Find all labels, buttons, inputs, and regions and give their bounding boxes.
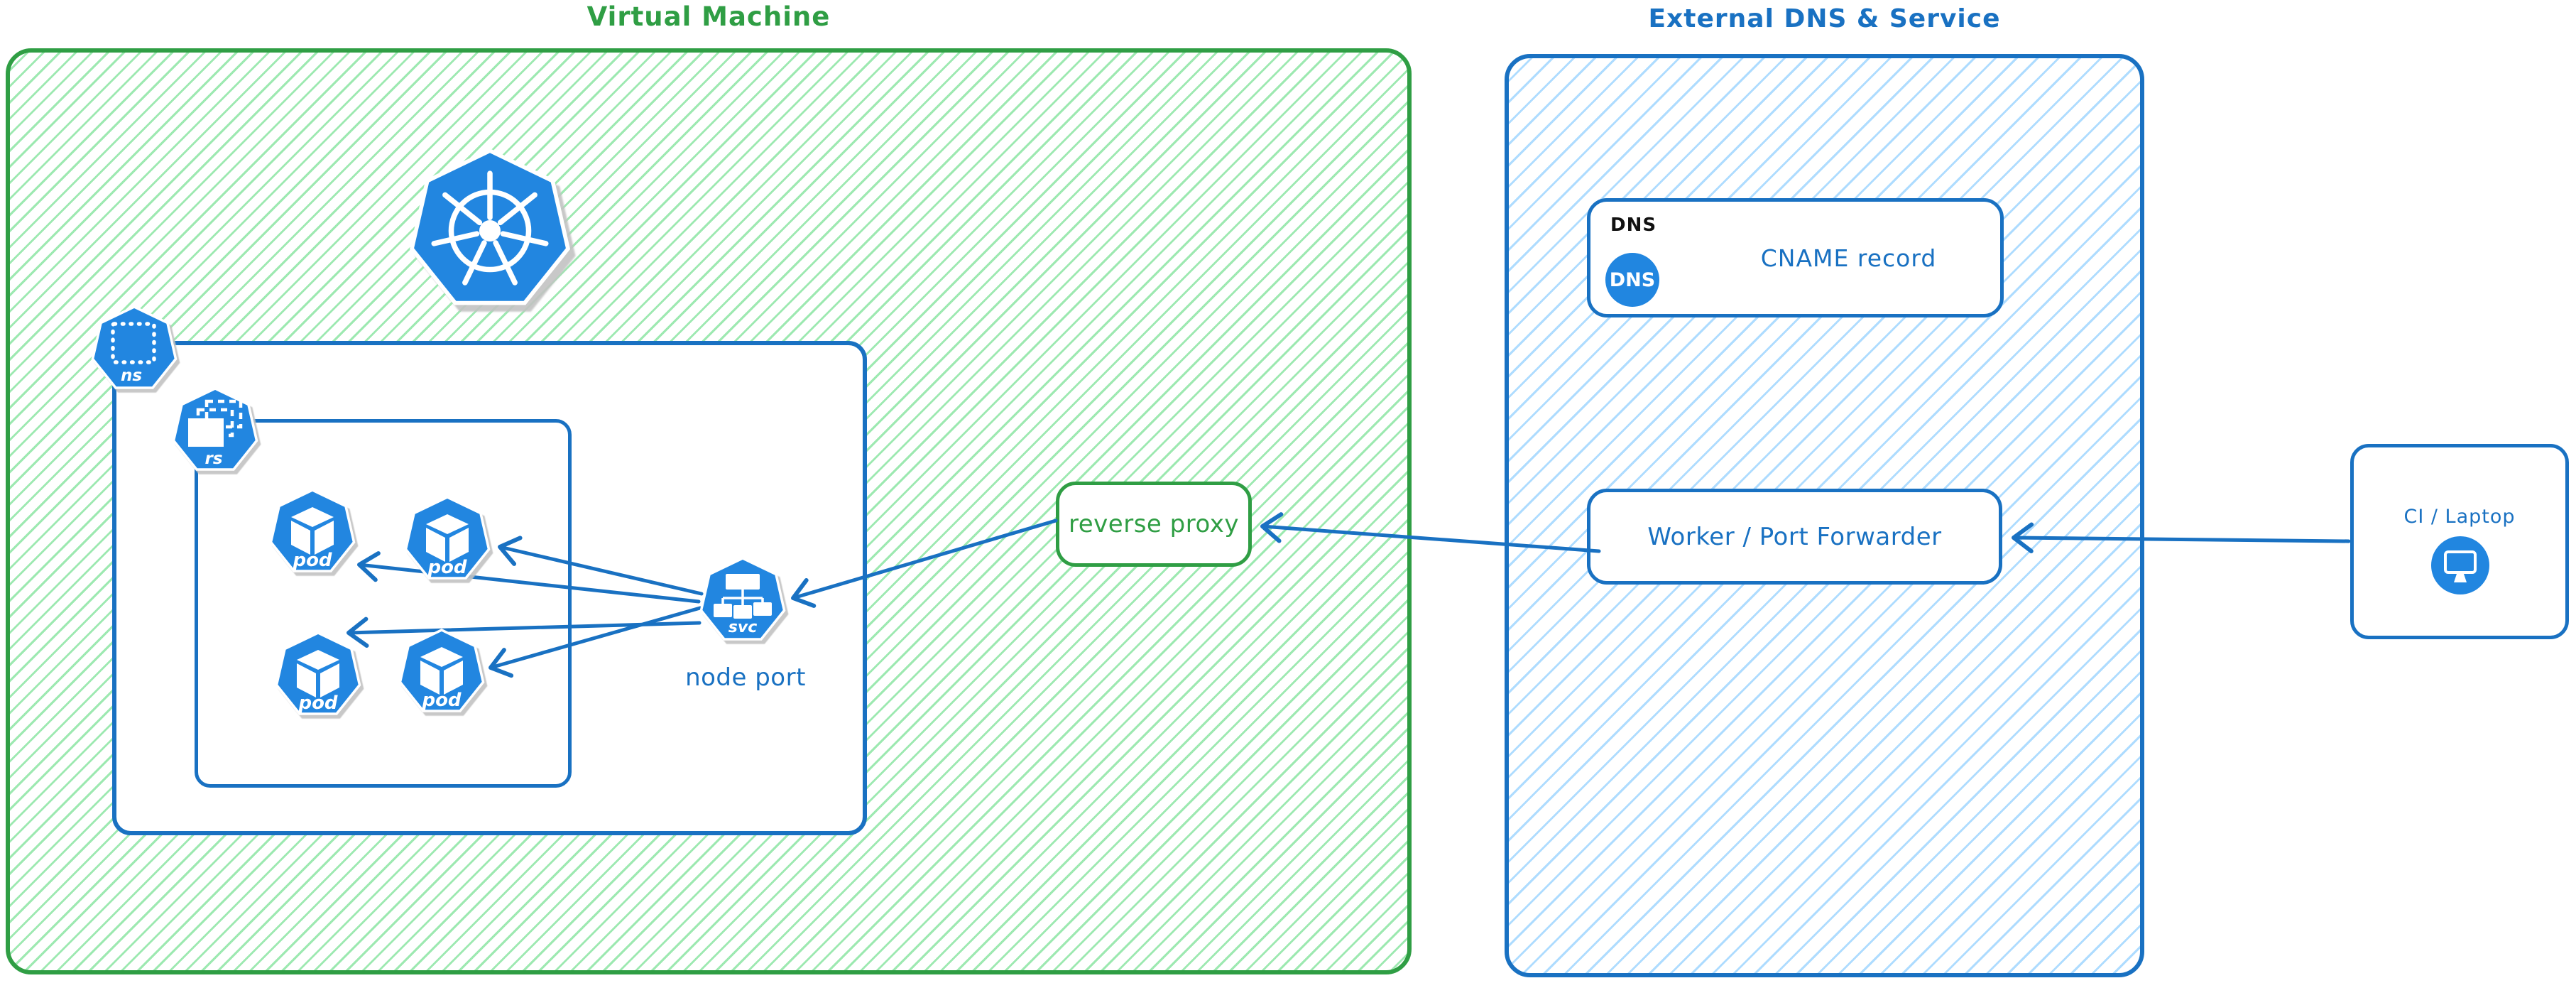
cname-record-label: CNAME record <box>1760 244 1937 272</box>
dns-section-label: DNS <box>1610 214 1657 236</box>
monitor-badge <box>2431 536 2489 594</box>
ci-laptop-box: CI / Laptop <box>2350 444 2569 639</box>
monitor-icon <box>2444 550 2477 582</box>
virtual-machine-title: Virtual Machine <box>586 1 831 32</box>
reverse-proxy-box: reverse proxy <box>1056 482 1252 567</box>
replicaset-box <box>195 419 572 788</box>
worker-port-forwarder-label: Worker / Port Forwarder <box>1647 522 1942 551</box>
dns-badge: DNS <box>1605 253 1659 307</box>
worker-port-forwarder-box: Worker / Port Forwarder <box>1587 489 2002 585</box>
reverse-proxy-label: reverse proxy <box>1069 510 1239 538</box>
ci-laptop-label: CI / Laptop <box>2403 506 2516 528</box>
dns-record-box: DNS DNS CNAME record <box>1587 198 2004 317</box>
dns-badge-label: DNS <box>1609 268 1656 291</box>
external-dns-title: External DNS & Service <box>1648 4 2001 33</box>
node-port-label: node port <box>685 663 806 692</box>
